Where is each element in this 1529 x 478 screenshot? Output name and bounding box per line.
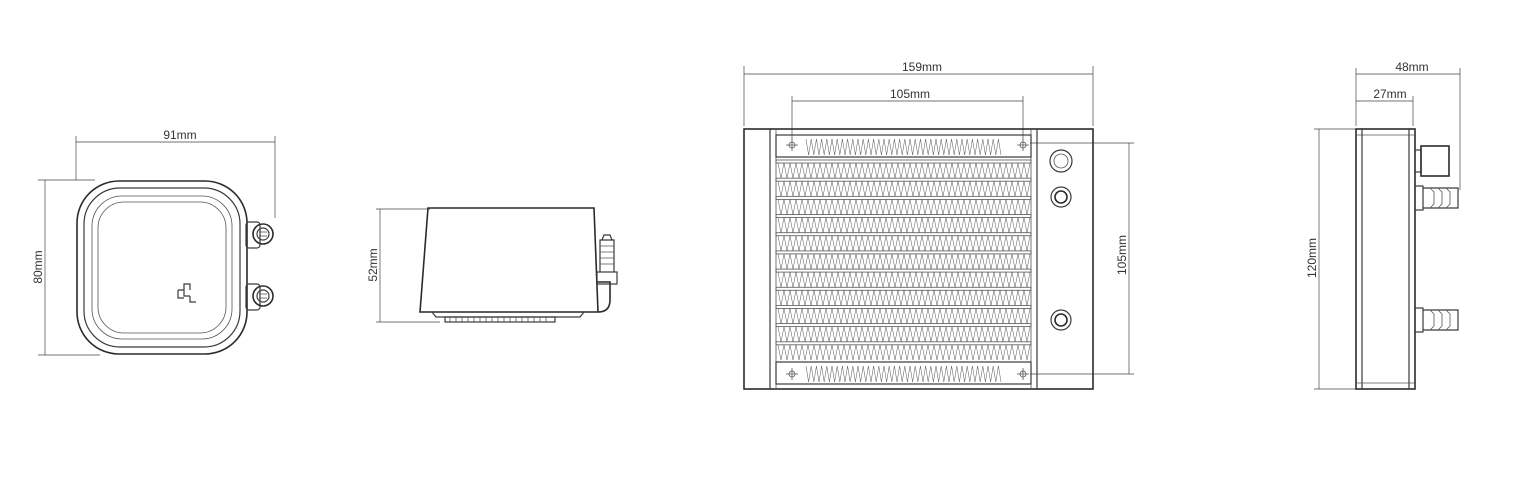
outlet-port xyxy=(1050,309,1072,331)
radiator-mount-height-label: 105mm xyxy=(1115,235,1129,275)
pump-side-view: 52mm xyxy=(366,207,618,323)
fitting-lower xyxy=(252,285,274,307)
pump-top-view: 91mm 80mm xyxy=(31,128,276,356)
radiator-front-view: 159mm 105mm 105mm xyxy=(743,60,1134,390)
fill-port xyxy=(1049,149,1073,173)
pump-width-label: 91mm xyxy=(163,128,196,142)
pump-elbow-fitting xyxy=(596,281,611,313)
pump-height-label: 80mm xyxy=(31,250,45,283)
radiator-fins xyxy=(775,138,1032,383)
radiator-side-height-label: 120mm xyxy=(1305,238,1319,278)
radiator-width-label: 159mm xyxy=(902,60,942,74)
outlet-barb xyxy=(1414,307,1459,333)
radiator-mount-width-label: 105mm xyxy=(890,87,930,101)
fill-cap xyxy=(1420,145,1450,177)
radiator-side-body xyxy=(1355,128,1416,390)
inlet-port xyxy=(1050,186,1072,208)
inlet-barb xyxy=(1414,185,1459,211)
logo-icon xyxy=(177,283,196,303)
mount-hole-icon xyxy=(786,139,1029,380)
pump-outer-shell xyxy=(76,180,248,355)
radiator-side-view: 48mm 27mm 120mm xyxy=(1305,60,1461,390)
pump-side-body xyxy=(419,207,599,313)
radiator-frame xyxy=(743,128,1094,390)
radiator-core-depth-label: 27mm xyxy=(1373,87,1406,101)
fitting-upper xyxy=(252,223,274,245)
pump-side-height-label: 52mm xyxy=(366,248,380,281)
radiator-depth-label: 48mm xyxy=(1395,60,1428,74)
